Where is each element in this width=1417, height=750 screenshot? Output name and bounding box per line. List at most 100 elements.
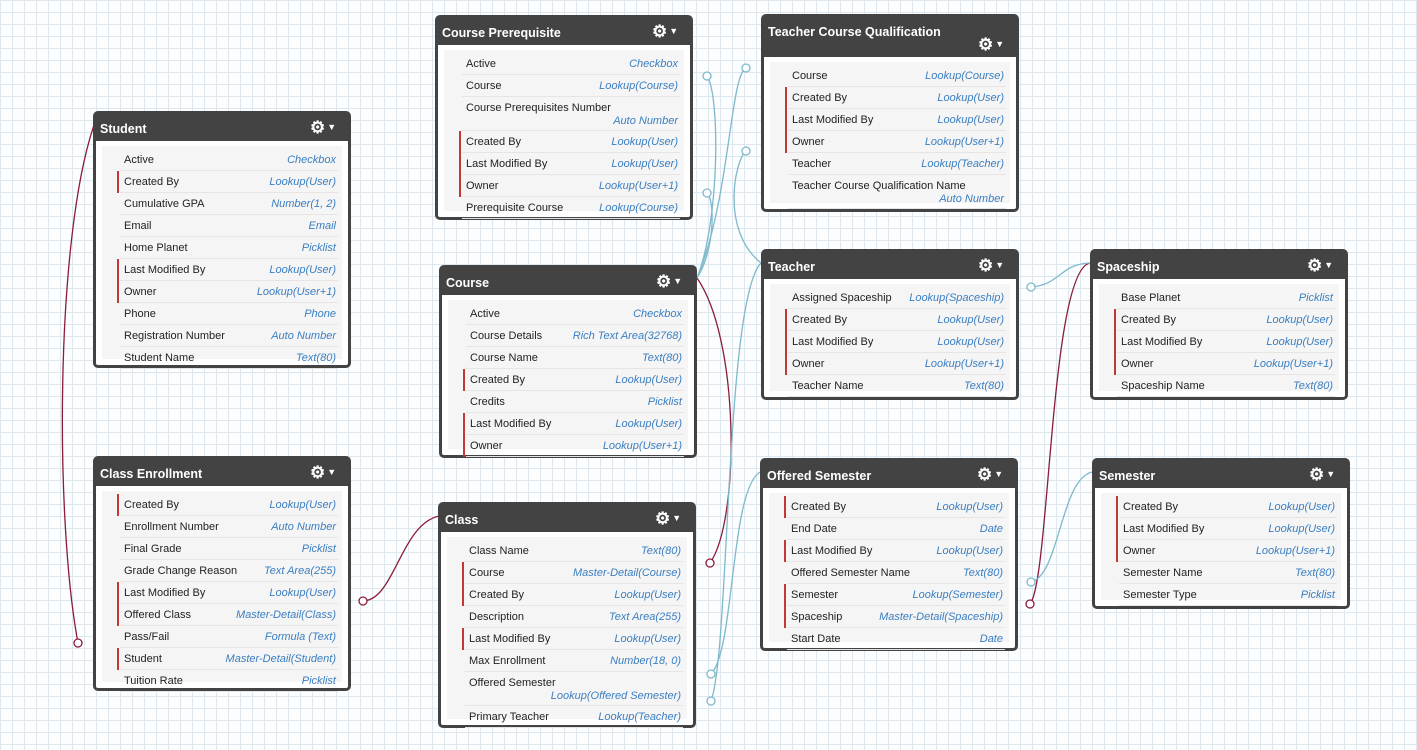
object-title: Class Enrollment bbox=[100, 467, 203, 481]
gear-icon[interactable]: ⚙▼ bbox=[977, 465, 1004, 484]
object-header[interactable]: Teacher Course Qualification⚙▼ bbox=[764, 17, 1016, 57]
gear-icon[interactable]: ⚙▼ bbox=[1307, 256, 1334, 275]
object-header[interactable]: Course Prerequisite⚙▼ bbox=[438, 18, 690, 45]
object-header[interactable]: Spaceship⚙▼ bbox=[1093, 252, 1345, 279]
object-header[interactable]: Semester⚙▼ bbox=[1095, 461, 1347, 488]
object-header[interactable]: Class Enrollment ⚙▼ bbox=[96, 459, 348, 486]
chevron-down-icon: ▼ bbox=[1326, 469, 1336, 479]
field-type: Picklist bbox=[301, 675, 336, 687]
field-name: Course Details bbox=[470, 330, 543, 342]
object-header[interactable]: Course⚙▼ bbox=[442, 268, 694, 295]
chevron-down-icon: ▼ bbox=[327, 122, 337, 132]
field-name: Last Modified By bbox=[124, 264, 206, 276]
object-header[interactable]: Student⚙▼ bbox=[96, 114, 348, 141]
field-type: Text(80) bbox=[1293, 380, 1333, 392]
gear-icon[interactable]: ⚙▼ bbox=[310, 118, 337, 137]
field-type: Lookup(User) bbox=[1266, 336, 1333, 348]
object-header[interactable]: Offered Semester⚙▼ bbox=[763, 461, 1015, 488]
gear-icon[interactable]: ⚙▼ bbox=[655, 509, 682, 528]
object-header[interactable]: Teacher⚙▼ bbox=[764, 252, 1016, 279]
gear-icon[interactable]: ⚙▼ bbox=[1309, 465, 1336, 484]
gear-icon[interactable]: ⚙▼ bbox=[978, 256, 1005, 275]
gear-icon[interactable]: ⚙▼ bbox=[656, 272, 683, 291]
gear-icon[interactable]: ⚙▼ bbox=[652, 22, 679, 41]
gear-icon[interactable]: ⚙▼ bbox=[310, 463, 337, 482]
field-type: Lookup(User) bbox=[1268, 501, 1335, 513]
gear-icon[interactable]: ⚙▼ bbox=[978, 35, 1005, 54]
object-header[interactable]: Class⚙▼ bbox=[441, 505, 693, 532]
